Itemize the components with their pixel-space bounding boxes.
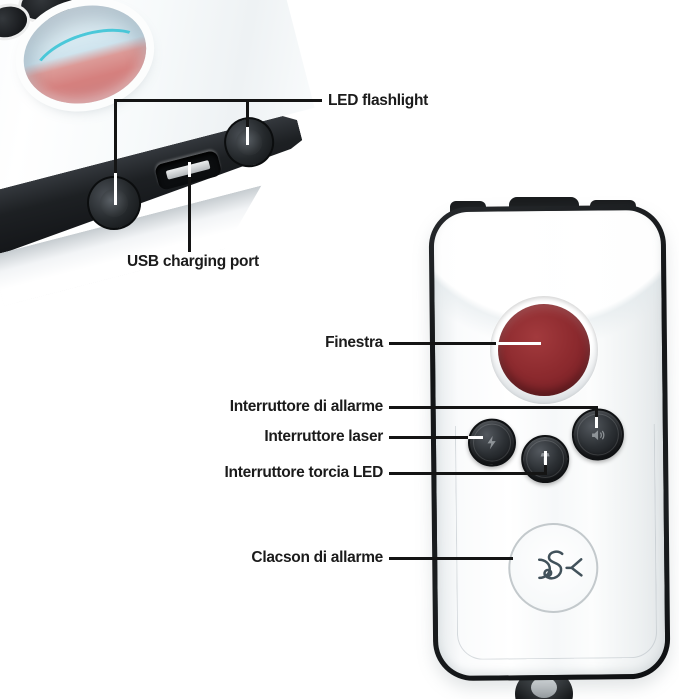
callout-line-led-left-drop — [114, 99, 117, 205]
bottom-knob-core — [531, 677, 557, 698]
device-closeup-photo — [0, 0, 389, 365]
detector-window-ring — [489, 295, 599, 405]
label-led-flashlight: LED flashlight — [328, 92, 428, 109]
callout-line-clacson — [389, 557, 513, 560]
callout-tip-led-right — [246, 127, 249, 145]
callout-tip-led-left — [114, 173, 117, 205]
callout-line-torcia-rise — [544, 464, 547, 475]
laser-switch-button — [467, 418, 517, 467]
callout-line-finestra — [389, 342, 541, 345]
callout-tip-laser — [468, 436, 483, 439]
detector-window-red — [497, 303, 591, 397]
dsk-monogram-logo-icon — [537, 550, 583, 580]
callout-line-torcia — [389, 472, 547, 475]
label-usb-charging-port: USB charging port — [127, 253, 259, 270]
label-interruttore-torcia-led: Interruttore torcia LED — [224, 464, 384, 481]
alarm-switch-button — [571, 408, 625, 461]
callout-tip-allarme — [595, 417, 598, 428]
label-finestra: Finestra — [325, 334, 383, 351]
alarm-horn-logo-circle — [507, 522, 599, 614]
callout-line-laser — [389, 436, 483, 439]
label-clacson-di-allarme: Clacson di allarme — [251, 549, 383, 566]
lightning-bolt-icon — [487, 435, 496, 450]
label-interruttore-di-allarme: Interruttore di allarme — [229, 398, 384, 415]
callout-tip-torcia — [544, 451, 547, 465]
device-front-view — [428, 204, 671, 682]
label-interruttore-laser: Interruttore laser — [264, 428, 383, 445]
callout-line-led-right-drop — [246, 99, 249, 145]
device-front-face — [433, 209, 666, 677]
callout-line-led-flashlight — [114, 99, 322, 102]
callout-line-usb — [188, 162, 191, 252]
callout-tip-usb — [188, 162, 191, 177]
callout-line-allarme — [389, 406, 598, 409]
callout-tip-finestra — [496, 342, 541, 345]
